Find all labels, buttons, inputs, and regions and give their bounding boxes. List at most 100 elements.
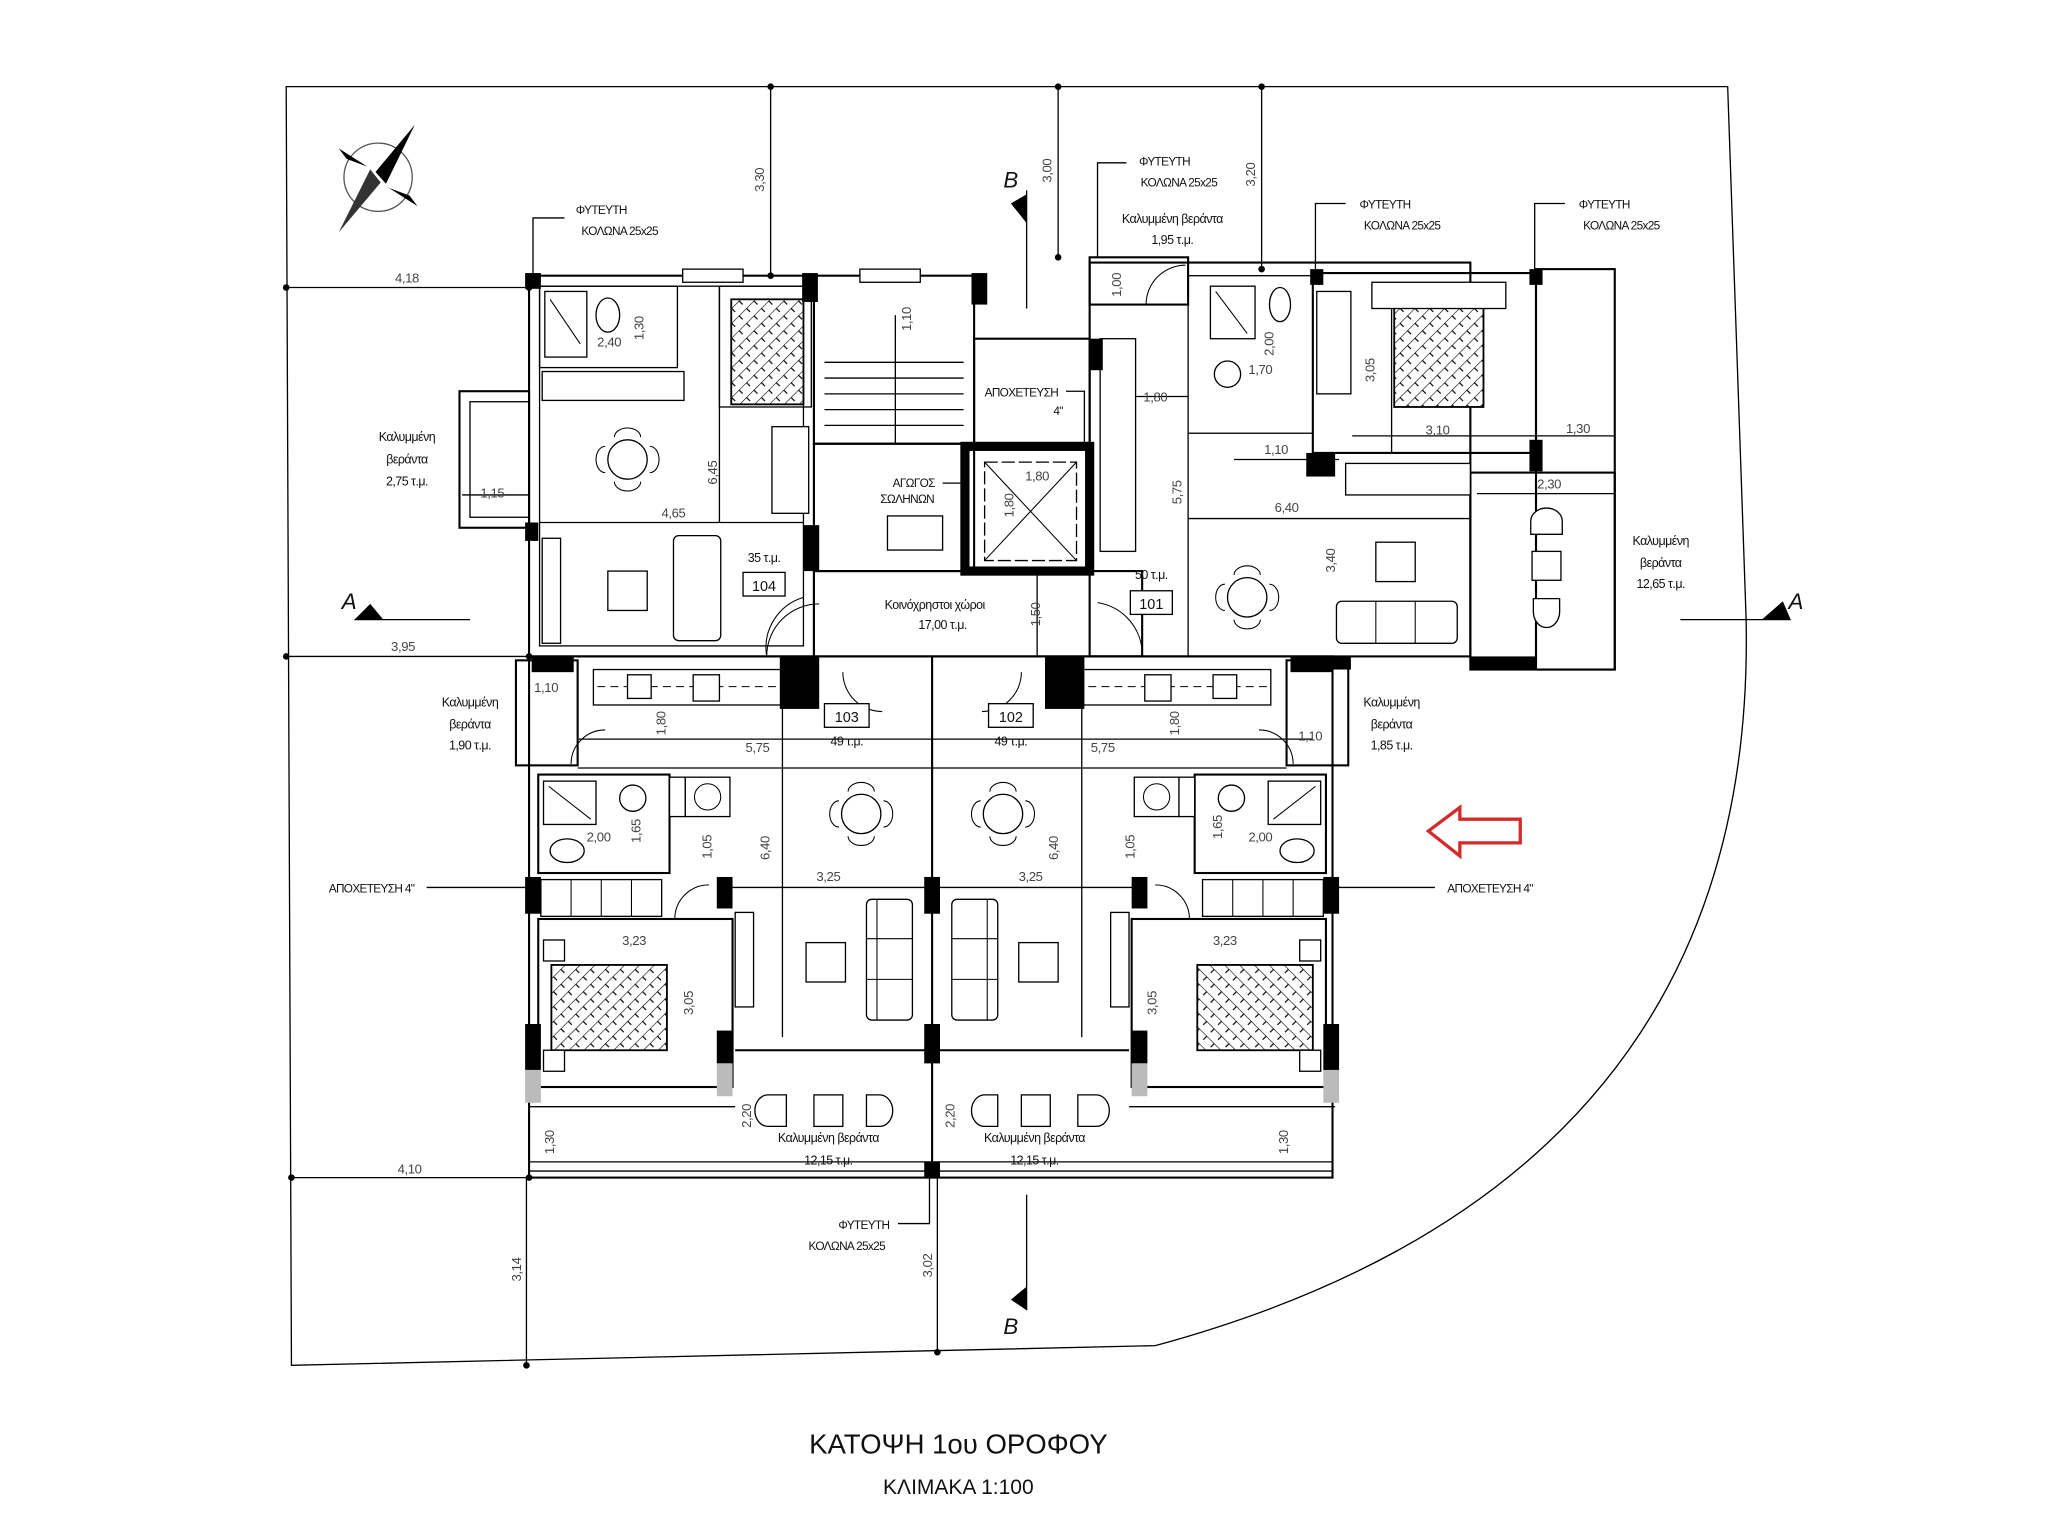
plan-title: ΚΑΤΟΨΗ 1ου ΟΡΟΦΟΥ (809, 1428, 1108, 1459)
common-area-size: 17,00 τ.μ. (918, 618, 967, 632)
label-dimensions-16: 1,70 (1248, 362, 1272, 377)
label-dimensions-11: 3,95 (391, 639, 415, 654)
label-drainage-size: 4" (1053, 404, 1063, 418)
dimension-labels: 4,18 3,30 3,00 3,20 1,00 2,40 1,30 1,10 … (391, 159, 1590, 1282)
label-dimensions-5: 2,40 (597, 335, 621, 350)
label-dimensions-48: 2,00 (1248, 830, 1272, 845)
label-dimensions-52: 1,30 (1276, 1130, 1291, 1154)
label-verandas-2-area: 12,65 τ.μ. (1636, 577, 1685, 591)
unit-103: 103 (835, 710, 859, 726)
north-arrow-icon (338, 124, 418, 233)
label-dimensions-31: 1,05 (700, 835, 715, 859)
section-b-top: B (1003, 168, 1018, 193)
label-verandas-0-area: 2,75 τ.μ. (386, 475, 428, 489)
label-column_label-line2: ΚΟΛΩΝΑ 25x25 (1583, 219, 1661, 233)
label-dimensions-36: 2,20 (739, 1104, 754, 1128)
label-dimensions-22: 5,75 (1170, 480, 1185, 504)
label-verandas-6-area: 12,15 τ.μ. (1010, 1153, 1059, 1167)
section-b-bottom: B (1003, 1314, 1018, 1339)
label-verandas-4-line2: βεράντα (1371, 718, 1413, 732)
label-dimensions-46: 1,05 (1122, 835, 1137, 859)
drainage-label-right: ΑΠΟΧΕΤΕΥΣΗ 4" (1447, 882, 1533, 896)
drainage-label-top: ΑΠΟΧΕΤΕΥΣΗ (985, 385, 1059, 399)
label-dimensions-12: 1,80 (1025, 468, 1049, 483)
label-dimensions-35: 3,05 (681, 991, 696, 1015)
label-dimensions-1: 3,30 (752, 168, 767, 192)
label-dimensions-29: 1,65 (629, 819, 644, 843)
label-dimensions-10: 1,15 (480, 486, 504, 501)
section-a-left: A (340, 589, 357, 614)
label-dimensions-42: 5,75 (1091, 740, 1115, 755)
label-dimensions-38: 4,10 (398, 1162, 422, 1177)
label-column_label-line1: ΦΥΤΕΥΤΗ (576, 203, 627, 217)
section-markers: A A B B (340, 168, 1804, 1339)
label-verandas-3-line1: Καλυμμένη (442, 695, 499, 709)
label-dimensions-39: 3,14 (509, 1257, 524, 1281)
label-verandas-1-area: 1,95 τ.μ. (1151, 233, 1193, 247)
label-dimensions-6: 1,30 (631, 316, 646, 340)
label-units-2-area: 49 τ.μ. (830, 735, 863, 749)
label-dimensions-21: 2,30 (1537, 476, 1561, 491)
label-dimensions-47: 1,65 (1210, 815, 1225, 839)
label-dimensions-37: 1,30 (542, 1130, 557, 1154)
label-dimensions-30: 2,00 (587, 830, 611, 845)
label-dimensions-2: 3,00 (1040, 159, 1055, 183)
label-dimensions-18: 3,10 (1426, 423, 1450, 438)
label-verandas-4-area: 1,85 τ.μ. (1371, 739, 1413, 753)
label-units-0-area: 35 τ.μ. (748, 551, 781, 565)
unit-102: 102 (999, 710, 1023, 726)
entrance-arrow-icon (1425, 804, 1522, 860)
property-boundary (285, 85, 1747, 1367)
label-dimensions-23: 6,40 (1275, 500, 1299, 515)
label-verandas-3-line2: βεράντα (449, 718, 491, 732)
lower-block-walls (516, 655, 1348, 1179)
label-dimensions-28: 5,75 (746, 740, 770, 755)
label-dimensions-34: 3,23 (622, 933, 646, 948)
label-column_label-line2: ΚΟΛΩΝΑ 25x25 (1364, 219, 1442, 233)
label-verandas-0-line2: βεράντα (386, 452, 428, 466)
label-dimensions-0: 4,18 (395, 270, 419, 285)
common-area-label: Κοινόχρηστοι χώροι (885, 598, 986, 612)
label-verandas-1-line1: Καλυμμένη βεράντα (1122, 212, 1223, 226)
label-verandas-5-line1: Καλυμμένη βεράντα (778, 1131, 879, 1145)
label-dimensions-25: 1,50 (1028, 602, 1043, 626)
label-column_label-line2: ΚΟΛΩΝΑ 25x25 (809, 1239, 887, 1253)
label-dimensions-24: 3,40 (1323, 549, 1338, 573)
label-verandas-2-line2: βεράντα (1640, 556, 1682, 570)
plan-scale: ΚΛΙΜΑΚΑ 1:100 (883, 1476, 1034, 1499)
label-dimensions-50: 3,05 (1145, 991, 1160, 1015)
label-dimensions-14: 1,80 (1143, 390, 1167, 405)
label-dimensions-19: 1,30 (1566, 421, 1590, 436)
label-dimensions-44: 6,40 (1046, 836, 1061, 860)
label-verandas-5-area: 12,15 τ.μ. (804, 1153, 853, 1167)
label-verandas-4-line1: Καλυμμένη (1363, 695, 1420, 709)
label-dimensions-32: 6,40 (757, 836, 772, 860)
label-dimensions-9: 4,65 (662, 505, 686, 520)
label-dimensions-15: 2,00 (1261, 332, 1276, 356)
label-dimensions-3: 3,20 (1243, 163, 1258, 187)
unit-101: 101 (1139, 597, 1163, 613)
label-dimensions-17: 3,05 (1363, 358, 1378, 382)
label-verandas-6-line1: Καλυμμένη βεράντα (984, 1131, 1085, 1145)
label-units-3-area: 49 τ.μ. (995, 735, 1028, 749)
label-dimensions-4: 1,00 (1109, 273, 1124, 297)
label-column_label-line1: ΦΥΤΕΥΤΗ (1579, 198, 1630, 212)
unit-labels: 35 τ.μ. 104 50 τ.μ. 101 103 49 τ.μ. 102 … (742, 551, 1174, 749)
label-column_label-line2: ΚΟΛΩΝΑ 25x25 (581, 224, 659, 238)
label-dimensions-49: 3,23 (1213, 933, 1237, 948)
label-dimensions-41: 1,80 (1167, 711, 1182, 735)
drainage-label-left: ΑΠΟΧΕΤΕΥΣΗ 4" (329, 882, 415, 896)
unit-104: 104 (752, 579, 776, 595)
label-dimensions-43: 1,10 (1298, 728, 1322, 743)
label-column_label-line2: ΚΟΛΩΝΑ 25x25 (1141, 175, 1219, 189)
label-dimensions-8: 6,45 (705, 461, 720, 485)
label-dimensions-27: 1,80 (654, 711, 669, 735)
upper-block-walls (458, 256, 1616, 671)
label-dimensions-7: 1,10 (899, 307, 914, 331)
label-column_label-line1: ΦΥΤΕΥΤΗ (838, 1218, 889, 1232)
label-dimensions-40: 3,02 (920, 1253, 935, 1277)
label-dimensions-51: 2,20 (942, 1104, 957, 1128)
label-dimensions-45: 3,25 (1019, 869, 1043, 884)
